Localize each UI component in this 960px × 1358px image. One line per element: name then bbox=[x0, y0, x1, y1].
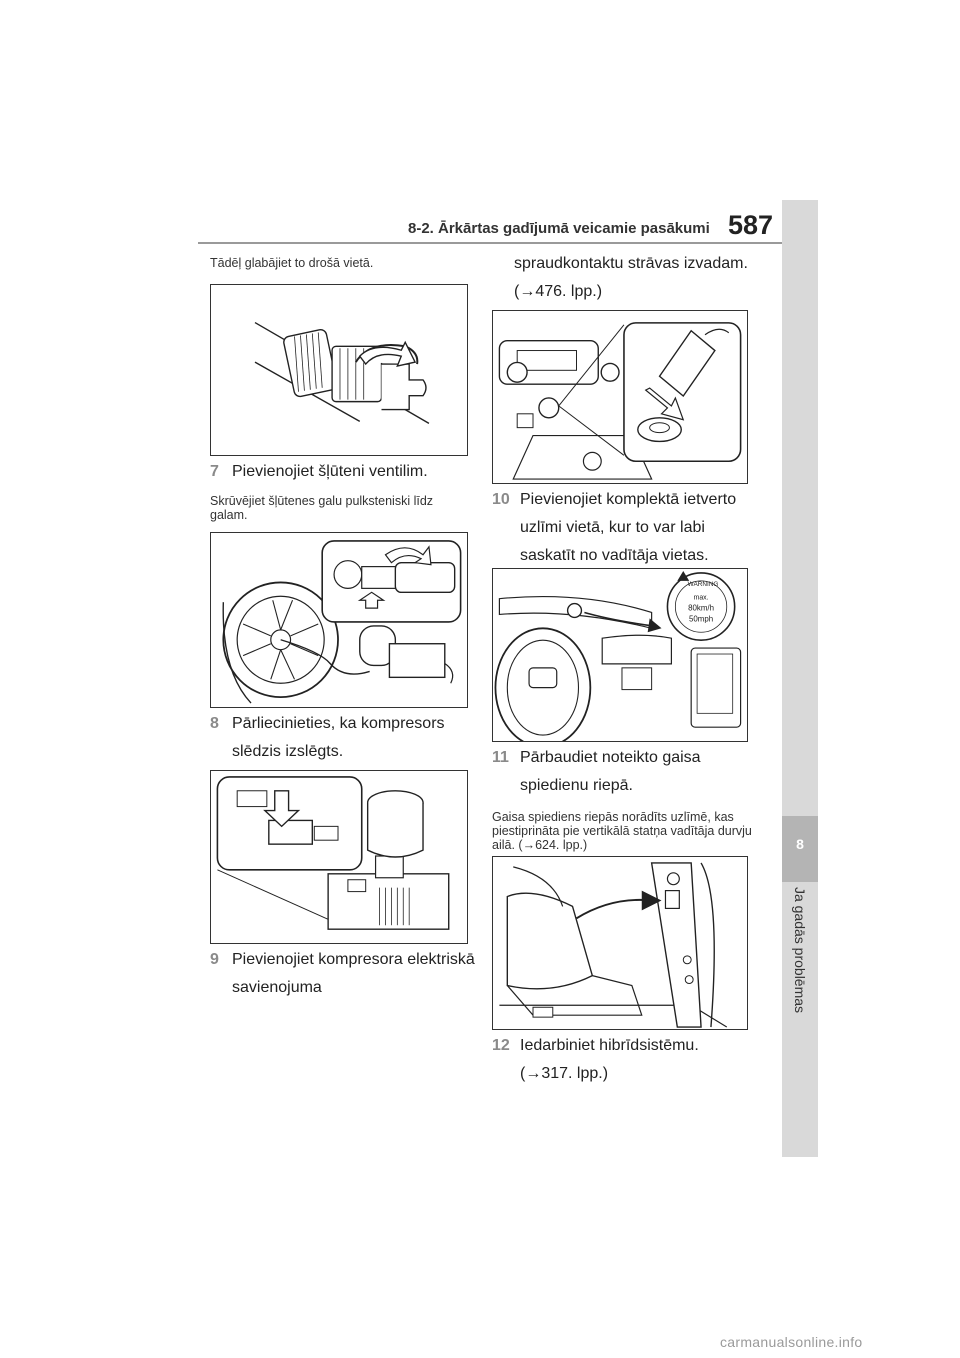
step11-note-block: Gaisa spiediens riepās norādīts uzlīmē, … bbox=[492, 810, 754, 852]
step7-note-block: Skrūvējiet šļūtenes galu pulksteniski lī… bbox=[210, 494, 472, 522]
step-text: Iedarbiniet hibrīdsistēmu. (→317. lpp.) bbox=[520, 1037, 699, 1082]
compressor-switch-illustration bbox=[216, 776, 450, 930]
chapter-number-box bbox=[782, 816, 818, 882]
step-12: 12 Iedarbiniet hibrīdsistēmu. (→317. lpp.… bbox=[492, 1032, 752, 1088]
section-title: 8-2. Ārkārtas gadījumā veicamie pasākumi bbox=[408, 220, 710, 237]
chapter-number: 8 bbox=[796, 836, 804, 852]
chapter-label: Ja gadās problēmas bbox=[792, 886, 808, 1014]
step-9: 9 Pievienojiet kompresora elektriskā savi… bbox=[210, 946, 476, 1002]
step12-block: 12 Iedarbiniet hibrīdsistēmu. (→317. lpp.… bbox=[492, 1032, 752, 1088]
step9-continued-block: spraudkontaktu strāvas izvadam. (→476. l… bbox=[492, 250, 748, 306]
hose-end-illustration bbox=[254, 321, 430, 424]
intro-note-block: Tādēļ glabājiet to drošā vietā. bbox=[210, 256, 470, 270]
chapter-tab[interactable] bbox=[782, 200, 818, 1157]
step-number: 11 bbox=[492, 749, 509, 766]
dashboard-sticker-illustration: WARNING max. 80km/h 50mph bbox=[494, 570, 742, 741]
figure-door-pillar bbox=[492, 856, 748, 1030]
figure-power-outlet bbox=[492, 310, 748, 484]
intro-note: Tādēļ glabājiet to drošā vietā. bbox=[210, 256, 374, 270]
step-9-continued: spraudkontaktu strāvas izvadam. (→476. l… bbox=[492, 250, 748, 306]
step11-note: Gaisa spiediens riepās norādīts uzlīmē, … bbox=[492, 810, 752, 852]
footer-watermark[interactable]: carmanualsonline.info bbox=[720, 1334, 863, 1350]
figure-dashboard-sticker: WARNING max. 80km/h 50mph bbox=[492, 568, 748, 742]
step7-block: 7 Pievienojiet šļūteni ventilim. bbox=[210, 458, 472, 486]
step10-block: 10 Pievienojiet komplektā ietverto uzlīmi… bbox=[492, 486, 752, 570]
figure-hose-valve bbox=[210, 532, 468, 708]
sticker-max: max. bbox=[694, 595, 709, 602]
step-8: 8 Pārliecinieties, ka kompresors slēdzis … bbox=[210, 710, 476, 766]
step8-block: 8 Pārliecinieties, ka kompresors slēdzis … bbox=[210, 710, 476, 766]
step-10: 10 Pievienojiet komplektā ietverto uzlīmi… bbox=[492, 486, 752, 570]
step-text: Pievienojiet komplektā ietverto uzlīmi v… bbox=[520, 491, 737, 564]
sticker-kmh: 80km/h bbox=[688, 604, 714, 613]
step7-note: Skrūvējiet šļūtenes galu pulksteniski lī… bbox=[210, 494, 434, 522]
page-number: 587 bbox=[728, 210, 774, 240]
hose-valve-illustration bbox=[222, 540, 462, 704]
figure-compressor-switch bbox=[210, 770, 468, 944]
step-7: 7 Pievienojiet šļūteni ventilim. bbox=[210, 458, 472, 486]
step-11: 11 Pārbaudiet noteikto gaisa spiedienu ri… bbox=[492, 744, 752, 800]
header-rule bbox=[198, 242, 782, 244]
step11-block: 11 Pārbaudiet noteikto gaisa spiedienu ri… bbox=[492, 744, 752, 800]
step-number: 7 bbox=[210, 463, 219, 480]
step-number: 10 bbox=[492, 491, 510, 508]
warning-triangle-icon bbox=[677, 570, 690, 581]
step-number: 12 bbox=[492, 1037, 510, 1054]
step-number: 9 bbox=[210, 951, 219, 968]
step-text: spraudkontaktu strāvas izvadam. (→476. l… bbox=[514, 255, 748, 300]
step-number: 8 bbox=[210, 715, 219, 732]
door-pillar-illustration bbox=[499, 862, 728, 1028]
sticker-warning: WARNING bbox=[688, 581, 719, 588]
step9-block: 9 Pievienojiet kompresora elektriskā savi… bbox=[210, 946, 476, 1002]
figure-hose-end bbox=[210, 284, 468, 456]
step-text: Pievienojiet šļūteni ventilim. bbox=[232, 463, 428, 480]
step-text: Pārliecinieties, ka kompresors slēdzis i… bbox=[232, 715, 445, 760]
step-text: Pievienojiet kompresora elektriskā savie… bbox=[232, 951, 475, 996]
power-outlet-illustration bbox=[498, 322, 742, 480]
step-text: Pārbaudiet noteikto gaisa spiedienu riep… bbox=[520, 749, 701, 794]
sticker-mph: 50mph bbox=[689, 614, 713, 623]
